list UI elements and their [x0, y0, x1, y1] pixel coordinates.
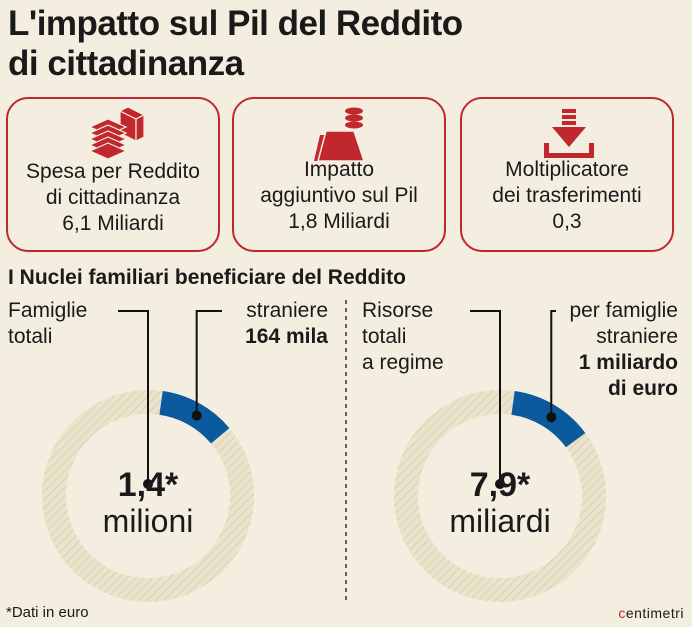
total-unit-left: milioni [102, 503, 194, 539]
leader-dot-segment [191, 410, 202, 421]
total-value-right: 7,9* [469, 466, 531, 504]
chart-title: I Nuclei familiari beneficiare del Reddi… [8, 266, 406, 289]
leader-line-total [118, 310, 149, 484]
leader-line-segment [550, 310, 556, 418]
box-moltiplicatore: Moltiplicatore dei trasferimenti 0,3 [460, 97, 674, 252]
coins-impact-icon [314, 107, 366, 162]
box-impatto-text: Impatto aggiuntivo sul Pil 1,8 Miliardi [260, 158, 418, 233]
box-spesa-text: Spesa per Reddito di cittadinanza 6,1 Mi… [26, 160, 200, 235]
leader-line-total [470, 310, 501, 484]
box-spesa: Spesa per Reddito di cittadinanza 6,1 Mi… [6, 97, 220, 252]
donut-segment-foreign [158, 391, 230, 444]
box-moltiplicatore-text: Moltiplicatore dei trasferimenti 0,3 [492, 158, 642, 233]
download-arrow-icon [544, 109, 594, 158]
segment-label-left: straniere 164 mila [245, 299, 328, 348]
footnote: *Dati in euro [6, 604, 89, 621]
total-label-right: Risorse totali a regime [362, 299, 444, 374]
page-title: L'impatto sul Pil del Reddito di cittadi… [8, 4, 463, 83]
donut-segment-foreign [511, 391, 586, 448]
leader-dot-total [143, 479, 153, 489]
brand-logo: centimetri [618, 605, 684, 621]
total-value-left: 1,4* [117, 466, 179, 504]
leader-line-segment [195, 310, 222, 416]
total-unit-right: miliardi [449, 503, 551, 539]
leader-dot-total [495, 479, 505, 489]
total-label-left: Famiglie totali [8, 299, 88, 348]
box-impatto: Impatto aggiuntivo sul Pil 1,8 Miliardi [232, 97, 446, 252]
money-stack-icon [88, 107, 146, 160]
segment-label-right: per famiglie straniere 1 miliardo di eur… [569, 299, 678, 400]
leader-dot-segment [546, 412, 557, 423]
